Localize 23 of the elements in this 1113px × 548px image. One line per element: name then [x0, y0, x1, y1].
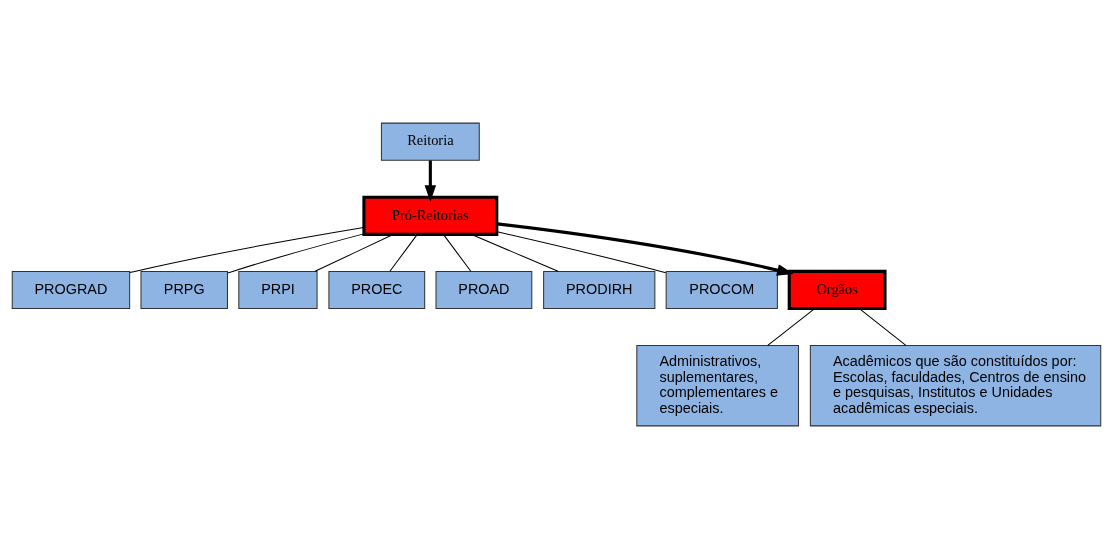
node-box: Acadêmicos que são constituídos por: Escolas, faculdades, Centros de ensino e pesquisas, Institutos e Unidades acadêmicas especiais. [809, 344, 1102, 426]
connector [767, 307, 816, 346]
node-box: Administrativos, suplementares, complementares e especiais. [636, 344, 799, 426]
node-box: PRODIRH [543, 270, 656, 309]
node-box: Reitoria [380, 122, 480, 161]
node-box: Pró-Reitorias [362, 195, 499, 236]
connector [443, 233, 472, 272]
connector [471, 233, 559, 272]
node-box: PRPI [238, 270, 318, 309]
connector [389, 233, 418, 272]
node-box: PROCOM [665, 270, 778, 309]
connector [314, 233, 394, 272]
arrow [424, 160, 437, 202]
node-box: Orgãos [787, 269, 887, 310]
connector [129, 226, 365, 273]
connector [858, 307, 907, 346]
node-box: PRPG [140, 270, 228, 309]
node-box: PROEC [328, 270, 426, 309]
node-box: PROAD [435, 270, 533, 309]
connector [496, 230, 667, 273]
arrow [496, 221, 794, 276]
connector [227, 232, 365, 274]
node-box: PROGRAD [11, 270, 131, 309]
